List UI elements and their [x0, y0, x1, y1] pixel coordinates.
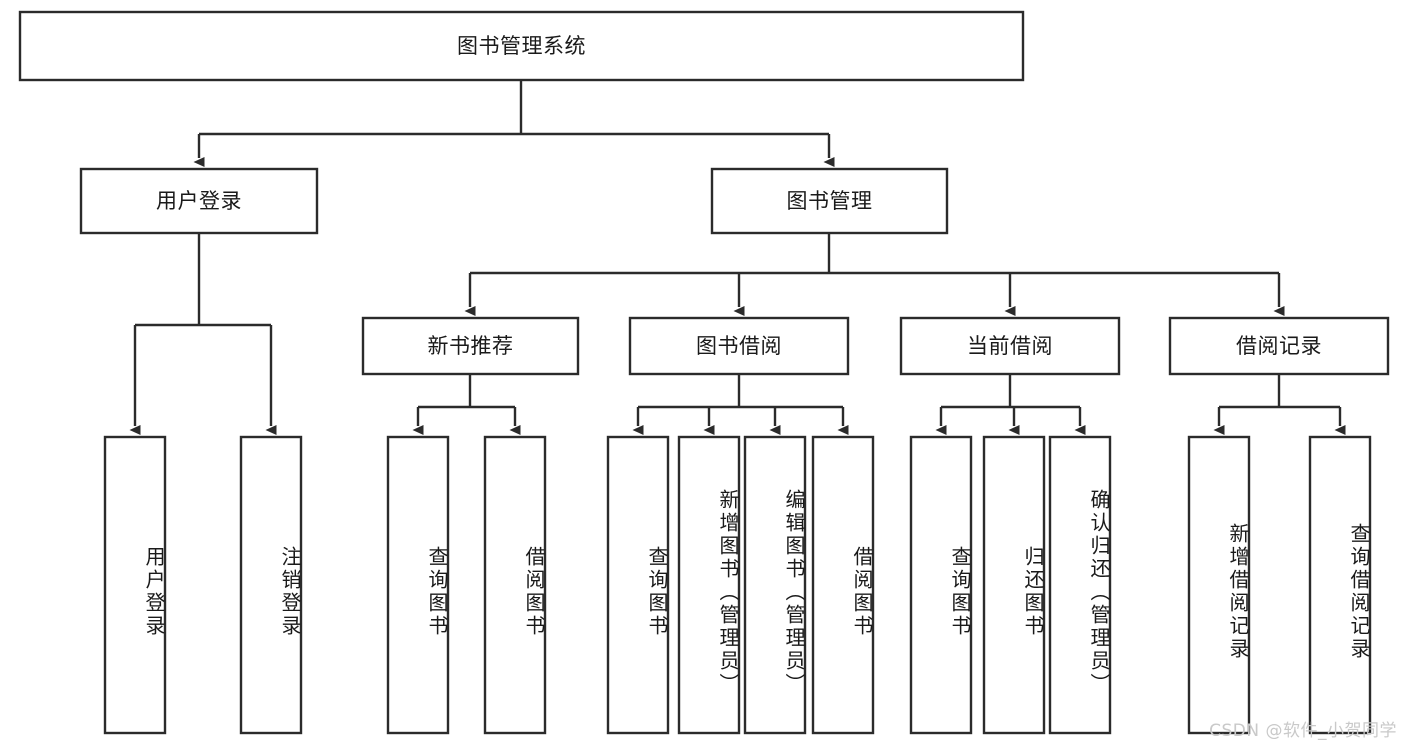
leaf-node-box-5[interactable] — [677, 435, 741, 735]
connector-layer — [129, 80, 1346, 435]
leaf-node-box-3[interactable] — [483, 435, 547, 735]
leaf-node-box-9[interactable] — [982, 435, 1046, 735]
leaf-node-box-1[interactable] — [239, 435, 303, 735]
level3-node-box-当前借阅[interactable] — [899, 316, 1121, 376]
leaf-node-box-12[interactable] — [1308, 435, 1372, 735]
leaf-node-box-11[interactable] — [1187, 435, 1251, 735]
leaf-node-box-4[interactable] — [606, 435, 670, 735]
level3-node-box-借阅记录[interactable] — [1168, 316, 1390, 376]
leaf-node-box-0[interactable] — [103, 435, 167, 735]
leaf-node-box-8[interactable] — [909, 435, 973, 735]
leaf-node-box-6[interactable] — [743, 435, 807, 735]
leaf-node-box-2[interactable] — [386, 435, 450, 735]
level2-node-box-图书管理[interactable] — [710, 167, 949, 235]
level2-node-box-用户登录[interactable] — [79, 167, 319, 235]
node-box-layer — [18, 10, 1390, 735]
level3-node-box-图书借阅[interactable] — [628, 316, 850, 376]
root-node-box-图书管理系统[interactable] — [18, 10, 1025, 82]
csdn-watermark: CSDN @软件_小贺同学 — [1209, 721, 1397, 741]
level3-node-box-新书推荐[interactable] — [361, 316, 580, 376]
leaf-node-box-7[interactable] — [811, 435, 875, 735]
leaf-node-box-10[interactable] — [1048, 435, 1112, 735]
